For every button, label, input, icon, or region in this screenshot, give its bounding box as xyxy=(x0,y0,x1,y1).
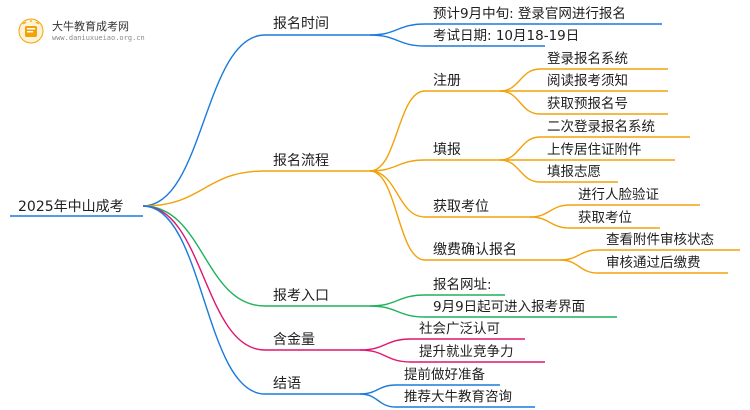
entrance-leaf: 9月9日起可进入报考界面 xyxy=(433,299,586,315)
link-seat-leaf xyxy=(529,216,571,229)
link-register-leaf xyxy=(499,90,541,115)
process-pay: 缴费确认报名 xyxy=(433,242,517,258)
link-seat-leaf xyxy=(529,204,571,218)
value-leaf: 社会广泛认可 xyxy=(419,321,500,337)
time-leaf: 考试日期: 10月18-19日 xyxy=(433,28,580,44)
link-value-leaf xyxy=(359,349,412,363)
link-process-pay xyxy=(369,170,426,261)
link-root-value xyxy=(142,205,266,351)
link-fill-leaf xyxy=(499,159,541,183)
link-process-register xyxy=(369,90,426,172)
register-leaf: 登录报名系统 xyxy=(547,51,628,67)
process-seat: 获取考位 xyxy=(433,199,489,215)
link-pay-leaf xyxy=(559,259,599,274)
pay-leaf: 审核通过后缴费 xyxy=(606,255,701,271)
logo-name: 大牛教育成考网 xyxy=(52,20,129,33)
link-entrance-leaf xyxy=(369,305,426,318)
register-leaf: 获取预报名号 xyxy=(547,96,628,112)
value-leaf: 提升就业竞争力 xyxy=(419,344,514,360)
link-register-leaf xyxy=(499,68,541,92)
link-value-leaf xyxy=(359,338,412,351)
seat-leaf: 获取考位 xyxy=(578,210,632,226)
seat-leaf: 进行人脸验证 xyxy=(578,187,659,203)
branch-conclusion: 结语 xyxy=(273,376,301,392)
link-root-time xyxy=(142,34,266,207)
entrance-leaf: 报名网址: xyxy=(433,277,492,293)
conclusion-leaf: 提前做好准备 xyxy=(404,367,485,383)
link-pay-leaf xyxy=(559,249,599,261)
link-fill-leaf xyxy=(499,136,541,161)
logo-url: www.daniuxueiao.org.cn xyxy=(52,34,145,42)
fill-leaf: 填报志愿 xyxy=(547,164,601,180)
link-time-leaf xyxy=(369,34,426,47)
branch-entrance: 报考入口 xyxy=(273,288,329,304)
time-leaf: 预计9月中旬: 登录官网进行报名 xyxy=(433,6,626,22)
book-logo-icon xyxy=(18,18,44,44)
link-process-fill xyxy=(369,159,426,172)
link-entrance-leaf xyxy=(369,294,426,307)
link-root-conclusion xyxy=(142,205,266,395)
link-time-leaf xyxy=(369,23,426,36)
link-process-seat xyxy=(369,170,426,218)
register-leaf: 阅读报考须知 xyxy=(547,73,628,89)
fill-leaf: 上传居住证附件 xyxy=(547,142,642,158)
root-node: 2025年中山成考 xyxy=(18,199,124,215)
fill-leaf: 二次登录报名系统 xyxy=(547,119,655,135)
process-fill: 填报 xyxy=(433,142,461,158)
brand-logo: 大牛教育成考网 www.daniuxueiao.org.cn xyxy=(14,14,174,48)
branch-time: 报名时间 xyxy=(273,16,329,32)
link-conclusion-leaf xyxy=(359,384,397,395)
link-conclusion-leaf xyxy=(359,393,397,408)
branch-process: 报名流程 xyxy=(273,153,329,169)
branch-value: 含金量 xyxy=(273,332,315,348)
link-root-process xyxy=(142,170,266,207)
link-root-entrance xyxy=(142,205,266,307)
conclusion-leaf: 推荐大牛教育咨询 xyxy=(404,389,512,405)
pay-leaf: 查看附件审核状态 xyxy=(606,232,714,248)
process-register: 注册 xyxy=(433,73,461,89)
